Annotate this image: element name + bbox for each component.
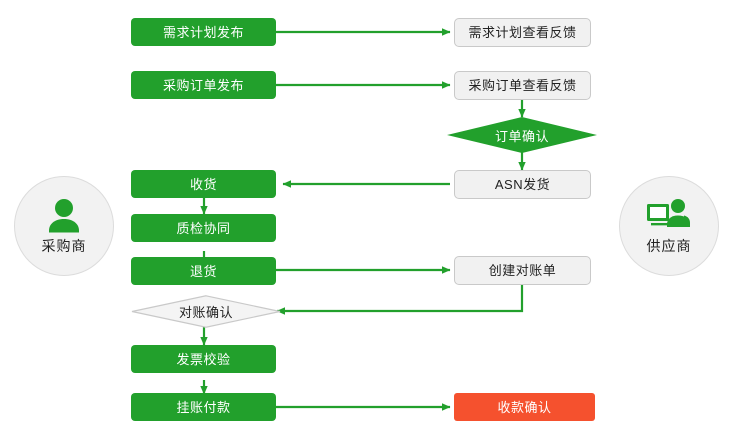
node-invoice-check[interactable]: 发票校验 — [131, 345, 276, 373]
actor-supplier-label: 供应商 — [646, 237, 692, 254]
actor-supplier[interactable]: 供应商 — [619, 176, 719, 276]
node-label: 采购订单发布 — [162, 77, 244, 93]
node-label: 创建对账单 — [488, 263, 557, 278]
node-po-publish[interactable]: 采购订单发布 — [131, 71, 276, 99]
actor-buyer[interactable]: 采购商 — [14, 176, 114, 276]
node-label: 收款确认 — [497, 399, 552, 415]
node-qc-collab[interactable]: 质检协同 — [131, 214, 276, 242]
person-icon — [49, 198, 79, 232]
node-label: ASN发货 — [494, 177, 551, 192]
node-asn-ship[interactable]: ASN发货 — [454, 170, 591, 199]
node-payment-confirm[interactable]: 收款确认 — [454, 393, 595, 421]
node-demand-plan-feedback[interactable]: 需求计划查看反馈 — [454, 18, 591, 47]
node-po-feedback[interactable]: 采购订单查看反馈 — [454, 71, 591, 100]
node-create-statement[interactable]: 创建对账单 — [454, 256, 591, 285]
node-label: 需求计划发布 — [162, 24, 244, 40]
person-at-computer-icon — [647, 198, 690, 227]
node-label: 质检协同 — [176, 220, 231, 236]
node-demand-plan-publish[interactable]: 需求计划发布 — [131, 18, 276, 46]
node-label: 挂账付款 — [176, 399, 231, 415]
edge-create-statement-to-statement-confirm — [276, 284, 524, 315]
diamond-shape — [131, 295, 281, 328]
diamond-shape — [447, 117, 597, 153]
node-label: 收货 — [189, 176, 217, 192]
node-label: 需求计划查看反馈 — [468, 25, 577, 40]
node-statement-confirm[interactable]: 对账确认 — [131, 295, 281, 328]
node-label: 退货 — [189, 263, 217, 279]
node-payable-payment[interactable]: 挂账付款 — [131, 393, 276, 421]
node-order-confirm[interactable]: 订单确认 — [447, 117, 597, 153]
node-return-goods[interactable]: 退货 — [131, 257, 276, 285]
node-label: 对账确认 — [178, 305, 233, 320]
node-label: 发票校验 — [176, 351, 231, 367]
node-receive-goods[interactable]: 收货 — [131, 170, 276, 198]
actor-buyer-label: 采购商 — [41, 237, 87, 254]
node-label: 订单确认 — [494, 128, 549, 144]
node-label: 采购订单查看反馈 — [468, 78, 577, 93]
